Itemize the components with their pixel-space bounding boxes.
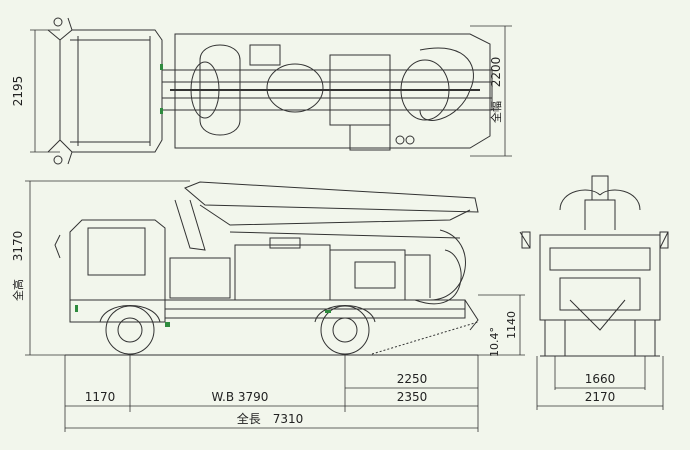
side-view-dim-lines	[25, 180, 525, 432]
dim-wheelbase: W.B 3790	[212, 390, 269, 404]
dim-overall-height-label: 全高	[11, 279, 25, 301]
side-view-cab	[69, 219, 166, 323]
dim-top-width: 2195	[11, 76, 25, 107]
top-view-green-markers	[160, 64, 163, 114]
dim-rear-clearance: 1140	[505, 311, 518, 339]
dim-rear-overhang: 2350	[397, 390, 428, 404]
dim-rear-deck: 2250	[397, 372, 428, 386]
side-view	[54, 181, 479, 356]
dim-front-track: 1660	[585, 372, 616, 386]
top-view-dim-lines	[30, 25, 512, 157]
top-view-chassis	[161, 69, 493, 111]
dim-overall-length: 全長 7310	[237, 411, 304, 426]
side-view-green-markers	[75, 305, 331, 327]
top-view-cab	[59, 29, 163, 153]
top-view-body	[174, 33, 491, 149]
top-view	[47, 17, 493, 165]
dim-overall-height: 3170	[11, 231, 25, 262]
dim-overall-width-label: 全幅	[489, 101, 503, 123]
side-view-boom	[184, 181, 479, 213]
front-view	[519, 175, 669, 357]
dim-departure-angle: 10.4°	[488, 327, 501, 357]
dim-front-overhang: 1170	[85, 390, 116, 404]
front-view-dim-lines	[536, 356, 664, 410]
front-view-body	[539, 234, 661, 321]
dim-overall-width: 2200	[489, 57, 503, 88]
dim-front-width: 2170	[585, 390, 616, 404]
